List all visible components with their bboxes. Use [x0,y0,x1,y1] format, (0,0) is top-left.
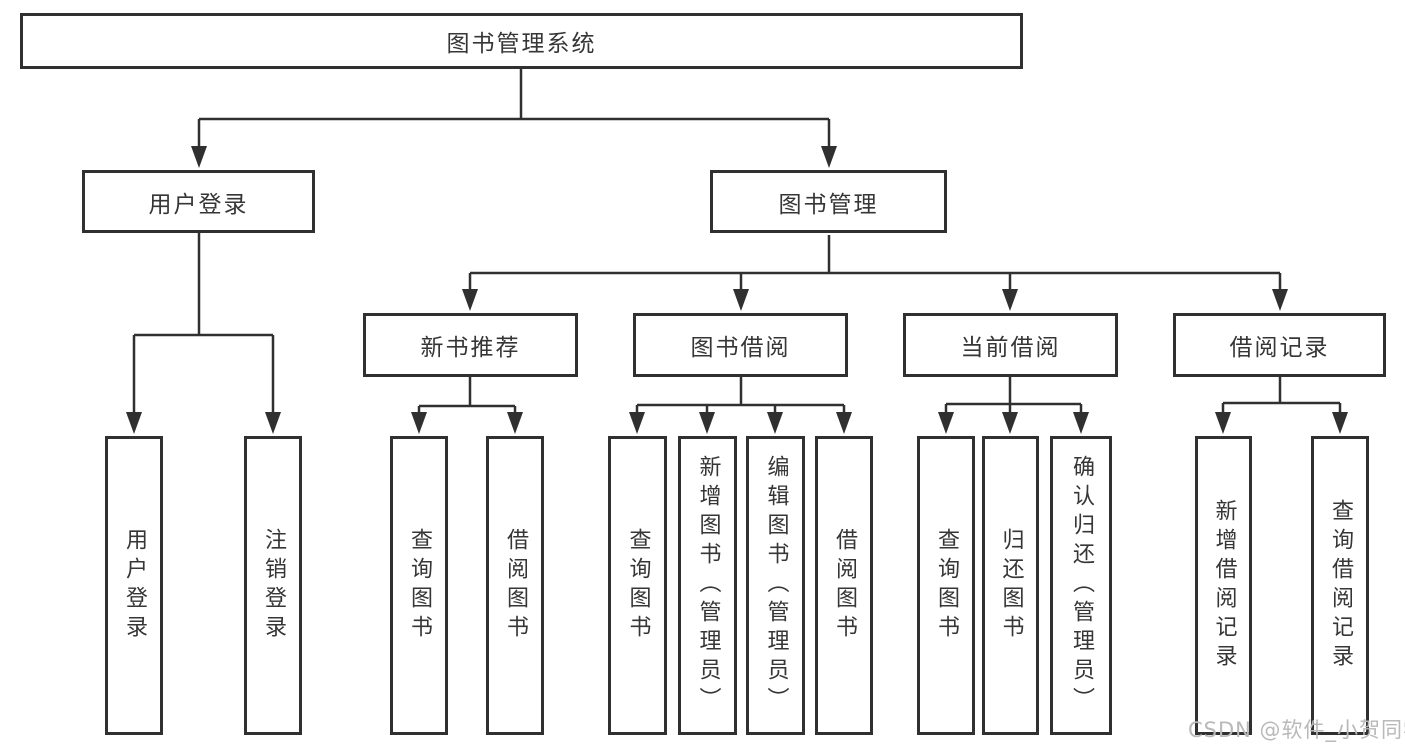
leaf-label: 查询借阅记录 [1328,498,1353,673]
node-library-management-system: 图书管理系统 [20,13,1023,69]
node-label: 借阅记录 [1229,335,1330,361]
leaf-label: 新增借阅记录 [1211,498,1237,673]
leaf-query-books-recommend: 查询图书 [390,436,448,735]
leaf-borrow-books: 借阅图书 [815,436,873,735]
leaf-return-books: 归还图书 [982,436,1039,735]
leaf-label: 查询图书 [934,527,959,644]
leaf-label: 查询图书 [625,527,651,644]
node-label: 新书推荐 [420,335,521,361]
leaf-label: 注销登录 [261,527,286,644]
node-book-management: 图书管理 [710,170,947,233]
node-borrowing-records: 借阅记录 [1173,313,1386,377]
node-new-book-recommendation: 新书推荐 [363,313,578,377]
leaf-logout: 注销登录 [244,436,302,735]
node-label: 用户登录 [148,191,249,218]
leaf-add-books-admin: 新增图书（管理员） [678,436,737,735]
node-book-borrowing: 图书借阅 [633,313,848,377]
leaf-query-borrow-record: 查询借阅记录 [1311,436,1369,735]
leaf-label: 编辑图书（管理员） [763,455,789,716]
tree-lines [132,69,1342,416]
node-label: 图书管理 [778,191,879,218]
leaf-label: 借阅图书 [503,527,528,644]
node-user-login: 用户登录 [82,170,315,233]
leaf-edit-books-admin: 编辑图书（管理员） [746,436,805,735]
leaf-confirm-return-admin: 确认归还（管理员） [1050,436,1112,735]
node-label: 当前借阅 [960,335,1061,361]
leaf-user-login: 用户登录 [105,436,163,735]
node-label: 图书借阅 [690,335,791,361]
leaf-label: 用户登录 [122,527,147,644]
arrowheads [126,146,1348,434]
leaf-label: 借阅图书 [832,527,857,644]
leaf-label: 查询图书 [407,527,432,644]
leaf-borrow-books-recommend: 借阅图书 [486,436,544,735]
leaf-label: 归还图书 [998,527,1024,644]
node-current-borrowing: 当前借阅 [903,313,1118,377]
leaf-query-books-borrow: 查询图书 [608,436,667,735]
node-label: 图书管理系统 [446,31,597,57]
leaf-label: 确认归还（管理员） [1069,455,1094,716]
leaf-add-borrow-record: 新增借阅记录 [1195,436,1252,735]
leaf-query-books-current: 查询图书 [917,436,975,735]
leaf-label: 新增图书（管理员） [695,455,721,716]
csdn-watermark: CSDN @软件_小贺同学 [1188,718,1405,742]
